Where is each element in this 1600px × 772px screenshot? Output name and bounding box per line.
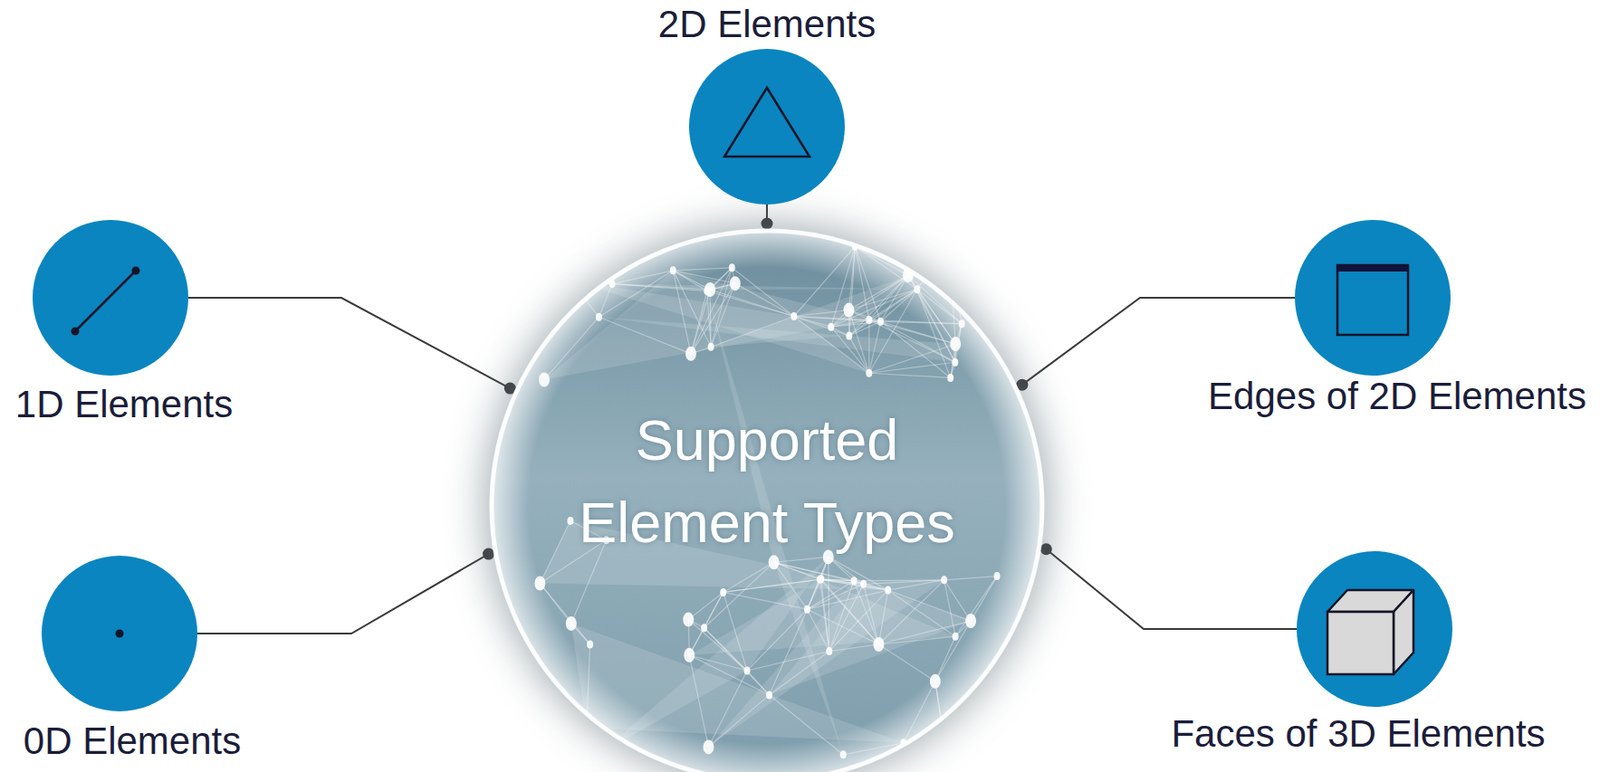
connector-line xyxy=(1022,297,1295,385)
connector-line xyxy=(197,554,489,634)
element-type-label: 0D Elements xyxy=(23,720,241,763)
leader-connector xyxy=(1040,543,1297,630)
element-type-label: 2D Elements xyxy=(658,3,876,46)
hub-rim xyxy=(491,230,1043,772)
element-type-node: Faces of 3D Elements xyxy=(1296,551,1453,708)
edges-2d-circle xyxy=(1294,220,1451,376)
icon-circle-shape xyxy=(689,48,845,205)
connector-line xyxy=(1045,549,1297,630)
dot-icon xyxy=(115,630,125,639)
leader-connector xyxy=(197,548,495,634)
element-type-label: Edges of 2D Elements xyxy=(1207,375,1587,418)
element-type-node: 0D Elements xyxy=(41,555,198,712)
connector-line xyxy=(188,297,510,389)
icon-circle-shape xyxy=(1296,551,1453,708)
hub-disc xyxy=(489,229,1045,772)
hub-circle-node: Supported Element Types xyxy=(489,229,1045,772)
element-type-node: 1D Elements xyxy=(32,220,189,376)
element-type-node: Edges of 2D Elements xyxy=(1294,220,1451,376)
hub-rim-glow xyxy=(489,229,1045,772)
leader-connector xyxy=(188,297,517,395)
element-1d-circle xyxy=(32,220,189,376)
line-icon xyxy=(71,267,141,336)
hub-shadow xyxy=(484,223,1050,772)
icon-circle-shape xyxy=(41,555,198,712)
element-type-node: 2D Elements xyxy=(689,48,845,205)
element-0d-circle xyxy=(41,555,198,712)
element-type-label: Faces of 3D Elements xyxy=(1170,713,1545,756)
window-icon xyxy=(1337,265,1409,336)
tri-icon xyxy=(724,87,810,157)
faces-3d-circle xyxy=(1296,551,1453,708)
icon-circle-shape xyxy=(1294,220,1451,376)
hub-title: Supported Element Types xyxy=(554,399,980,566)
icon-circle-shape xyxy=(32,220,189,376)
element-2d-circle xyxy=(689,48,845,205)
element-type-label: 1D Elements xyxy=(15,383,233,426)
cube-icon xyxy=(1327,590,1414,675)
